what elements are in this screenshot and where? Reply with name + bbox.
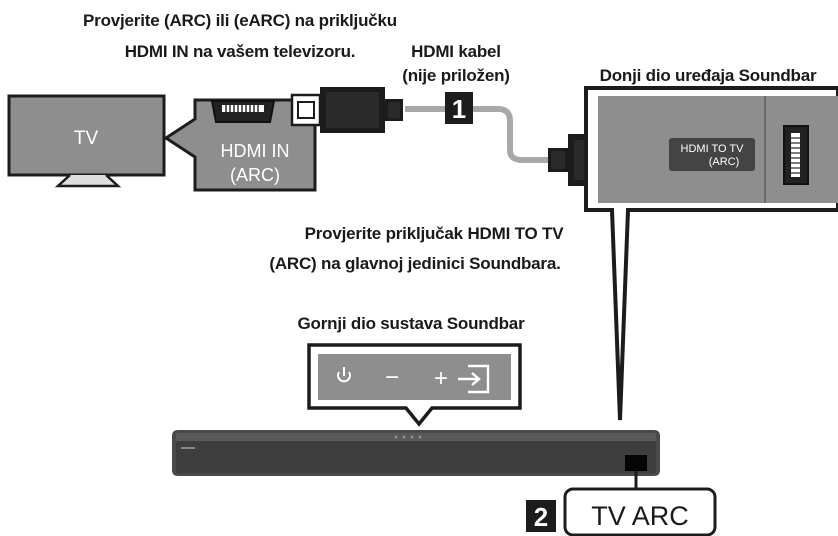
soundbar-hdmi-port bbox=[783, 125, 809, 185]
tv-port-label-line1: HDMI IN bbox=[221, 141, 290, 161]
source-input-icon bbox=[458, 364, 490, 394]
main-unit-check-line1: Provjerite priključak HDMI TO TV bbox=[304, 224, 564, 243]
step-1-badge: 1 bbox=[445, 92, 473, 124]
hdmi-cable-wire bbox=[405, 106, 552, 163]
top-soundbar-label: Gornji dio sustava Soundbar bbox=[297, 314, 525, 333]
tv-hdmi-port bbox=[210, 100, 276, 123]
tv-illustration: TV bbox=[7, 94, 166, 188]
bottom-soundbar-label: Donji dio uređaja Soundbar bbox=[599, 66, 817, 85]
cable-label-line1: HDMI kabel bbox=[411, 42, 501, 61]
volume-down-button-label: − bbox=[385, 364, 399, 391]
svg-text:2: 2 bbox=[534, 502, 548, 532]
display-readout-text: TV ARC bbox=[591, 501, 689, 531]
tv-label: TV bbox=[74, 128, 99, 149]
main-unit-check-line2: (ARC) na glavnoj jedinici Soundbara. bbox=[269, 254, 561, 273]
soundbar-body bbox=[172, 430, 660, 476]
hdmi-plug-left bbox=[290, 87, 403, 133]
tv-port-label-line2: (ARC) bbox=[230, 165, 280, 185]
soundbar-port-label-line2: (ARC) bbox=[709, 156, 740, 168]
tv-check-text-line1: Provjerite (ARC) ili (eARC) na priključk… bbox=[83, 11, 397, 30]
volume-up-button-label: + bbox=[434, 365, 448, 392]
tv-check-text-line2: HDMI IN na vašem televizoru. bbox=[124, 42, 356, 61]
display-readout-box bbox=[563, 487, 717, 536]
soundbar-port-label-line1: HDMI TO TV bbox=[681, 143, 745, 155]
soundbar-display-window bbox=[625, 455, 647, 471]
step-2-badge: 2 bbox=[526, 500, 556, 532]
tv-port-callout bbox=[163, 98, 317, 192]
svg-text:1: 1 bbox=[452, 94, 466, 124]
soundbar-port-label-box bbox=[669, 138, 755, 171]
power-icon bbox=[337, 367, 351, 383]
cable-label-line2: (nije priložen) bbox=[402, 66, 510, 85]
